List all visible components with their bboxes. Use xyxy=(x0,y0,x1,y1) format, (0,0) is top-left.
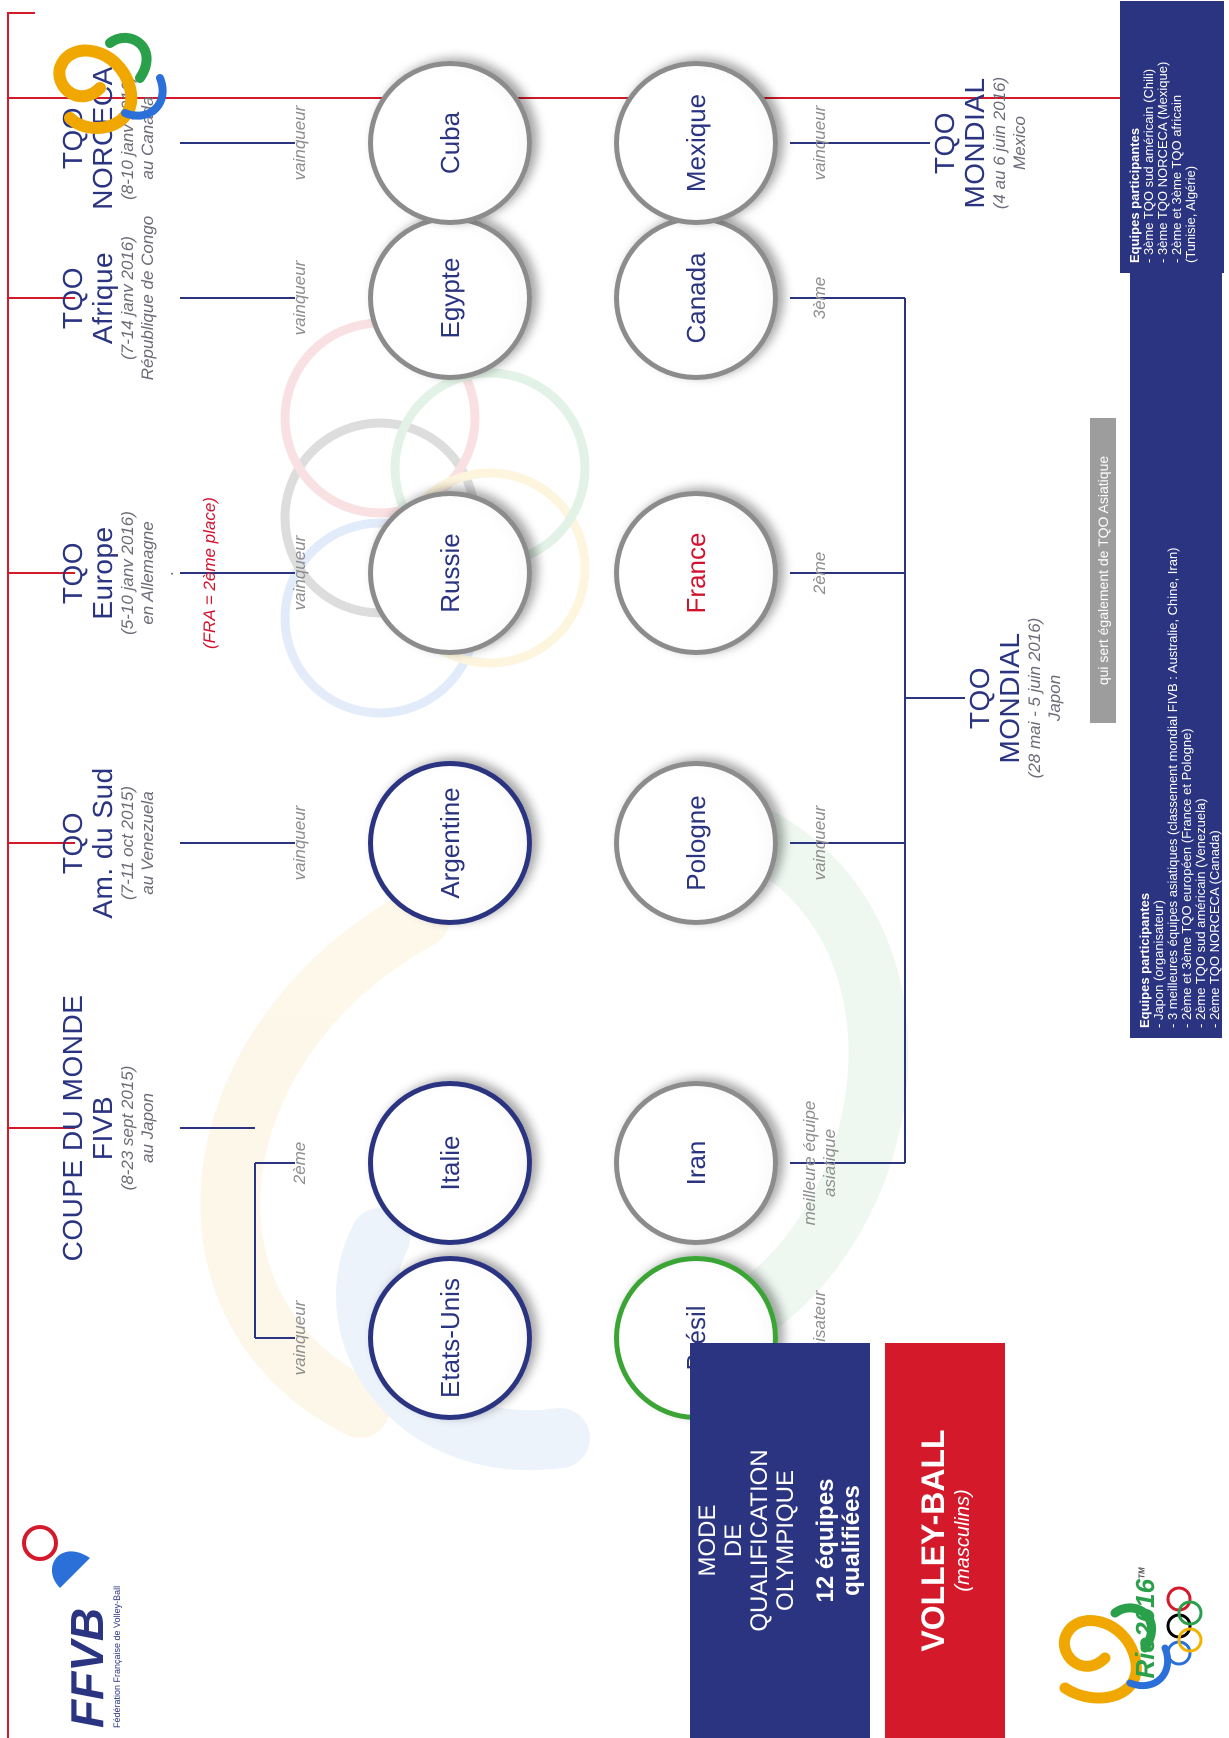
am-sud-place: au Venezuela xyxy=(138,791,157,895)
label-2eme-italie: 2ème xyxy=(290,1141,309,1185)
label-vainqueur-pologne: vainqueur xyxy=(810,805,829,881)
participants-japon-line: - 2ème et 3ème TQO européen (France et P… xyxy=(1179,728,1194,1028)
mode-line-2: DE xyxy=(720,1523,747,1558)
europe-title-2: Europe xyxy=(87,526,118,620)
team-name: France xyxy=(680,532,711,614)
team-name: Cuba xyxy=(434,111,465,175)
mondial-mexico-place: Mexico xyxy=(1010,116,1029,170)
tournament-mondial-mexico: TQO MONDIAL (4 au 6 juin 2016) Mexico xyxy=(929,23,1030,263)
team-name: Iran xyxy=(680,1140,711,1186)
coupe-monde-title-2: FIVB xyxy=(87,1095,118,1161)
coupe-monde-title-1: COUPE DU MONDE xyxy=(57,994,88,1262)
team-circle-cuba: Cuba xyxy=(368,61,532,225)
label-vainqueur-argentine: vainqueur xyxy=(290,805,309,881)
sport-gender: (masculins) xyxy=(952,1489,974,1592)
mode-panel: MODE DE QUALIFICATION OLYMPIQUE 12 équip… xyxy=(690,1343,870,1738)
mode-line-1: MODE xyxy=(694,1504,721,1577)
rio2016-emblem-icon xyxy=(53,33,167,134)
rio2016-wordmark: Rio2016TM xyxy=(1130,1563,1161,1683)
ffvb-logo: FFVB Fédération Française de Volley-Ball xyxy=(0,1508,130,1738)
europe-place: en Allemagne xyxy=(138,521,157,625)
mode-line-4: OLYMPIQUE xyxy=(772,1470,799,1611)
qualified-line-2: qualifiées xyxy=(838,1485,865,1596)
ffvb-volleyball-icon xyxy=(22,1525,90,1588)
tournament-mondial-japon: TQO MONDIAL (28 mai - 5 juin 2016) Japon xyxy=(964,573,1065,823)
am-sud-title-1: TQO xyxy=(57,811,88,875)
tournament-europe: TQO Europe (5-10 janv 2016) en Allemagne… xyxy=(57,453,178,693)
participants-japon-line: - 3 meilleures équipes asiatiques (class… xyxy=(1165,547,1180,1029)
participants-japon-title: Equipes participantes xyxy=(1137,892,1152,1028)
team-name: Canada xyxy=(680,252,711,344)
mondial-mexico-title-1: TQO xyxy=(929,111,960,175)
participants-japon-box: Equipes participantes - Japon (organisat… xyxy=(1130,148,1222,1038)
team-circle-mexique: Mexique xyxy=(614,61,778,225)
label-2eme-france: 2ème xyxy=(810,551,829,595)
team-name: Pologne xyxy=(680,795,711,891)
sport-panel: VOLLEY-BALL (masculins) xyxy=(885,1343,1005,1738)
team-circle-france: France xyxy=(614,491,778,655)
participants-mexico-line: - 3ème TQO NORCECA (Mexique) xyxy=(1155,61,1170,263)
mode-line-3: QUALIFICATION xyxy=(746,1449,773,1632)
team-name: Mexique xyxy=(680,93,711,193)
team-circle-etats-unis: Etats-Unis xyxy=(368,1256,532,1420)
participants-mexico-line: - 3ème TQO sud américain (Chili) xyxy=(1141,68,1156,263)
team-circle-iran: Iran xyxy=(614,1081,778,1245)
europe-title-1: TQO xyxy=(57,541,88,605)
mondial-japon-title-1: TQO xyxy=(964,666,995,730)
team-circle-egypte: Egypte xyxy=(368,216,532,380)
team-name: Etats-Unis xyxy=(434,1278,465,1398)
team-name: Russie xyxy=(434,533,465,613)
rio2016-trademark: TM xyxy=(1137,1567,1147,1579)
label-vainqueur-russie: vainqueur xyxy=(290,535,309,611)
france-note: (FRA = 2ème place) xyxy=(200,497,219,649)
team-name: Italie xyxy=(434,1135,465,1191)
team-name: Argentine xyxy=(434,787,465,899)
qualified-line-1: 12 équipes xyxy=(812,1478,839,1603)
participants-japon-line: - Japon (organisateur) xyxy=(1151,900,1166,1028)
europe-extra: . xyxy=(158,570,177,576)
label-vainqueur-etats-unis: vainqueur xyxy=(290,1300,309,1376)
tournament-am-sud: TQO Am. du Sud (7-11 oct 2015) au Venezu… xyxy=(57,723,158,963)
label-vainqueur-egypte: vainqueur xyxy=(290,260,309,336)
rio2016-logo xyxy=(30,8,210,148)
label-meilleure-line-2: asiatique xyxy=(820,1128,839,1198)
participants-japon-line: - 2ème TQO NORCECA (Canada) xyxy=(1207,830,1222,1028)
label-vainqueur-cuba: vainqueur xyxy=(290,105,309,181)
label-meilleure-line-1: meilleure équipe xyxy=(800,1100,819,1226)
participants-mexico-box: Equipes participantes - 3ème TQO sud amé… xyxy=(1120,1,1224,273)
team-name: Egypte xyxy=(434,257,465,339)
am-sud-dates: (7-11 oct 2015) xyxy=(118,785,137,901)
coupe-monde-dates: (8-23 sept 2015) xyxy=(118,1065,137,1191)
mondial-japon-place: Japon xyxy=(1045,674,1064,722)
team-circle-canada: Canada xyxy=(614,216,778,380)
participants-mexico-line: - 2ème et 3ème TQO africain xyxy=(1169,94,1184,263)
participants-japon-line: - 2ème TQO sud américain (Venezuela) xyxy=(1193,798,1208,1028)
team-circle-russie: Russie xyxy=(368,491,532,655)
olympic-rings-icon xyxy=(1166,1586,1203,1666)
participants-mexico-line: (Tunisie, Algérie) xyxy=(1183,165,1198,263)
europe-dates: (5-10 janv 2016) xyxy=(118,511,137,635)
team-circle-pologne: Pologne xyxy=(614,761,778,925)
mondial-japon-dates: (28 mai - 5 juin 2016) xyxy=(1025,617,1044,779)
mondial-mexico-dates: (4 au 6 juin 2016) xyxy=(990,76,1009,210)
mondial-mexico-title-2: MONDIAL xyxy=(959,77,990,209)
participants-mexico-title: Equipes participantes xyxy=(1127,127,1142,263)
label-vainqueur-mexique: vainqueur xyxy=(810,105,829,181)
label-meilleure-asiatique: meilleure équipe asiatique xyxy=(800,1083,840,1243)
mondial-japon-title-2: MONDIAL xyxy=(994,632,1025,764)
tournament-coupe-monde: COUPE DU MONDE FIVB (8-23 sept 2015) au … xyxy=(57,988,158,1268)
ffvb-tagline: Fédération Française de Volley-Ball xyxy=(112,1585,122,1728)
am-sud-title-2: Am. du Sud xyxy=(87,767,118,919)
sport-title: VOLLEY-BALL xyxy=(915,1429,951,1652)
team-circle-italie: Italie xyxy=(368,1081,532,1245)
rio2016-wordmark-text: Rio2016 xyxy=(1130,1578,1160,1679)
team-circle-argentine: Argentine xyxy=(368,761,532,925)
ffvb-wordmark: FFVB xyxy=(61,1607,113,1728)
coupe-monde-place: au Japon xyxy=(138,1093,157,1163)
tqo-asiatique-note: qui sert également de TQO Asiatique xyxy=(1090,418,1116,723)
label-3eme-canada: 3ème xyxy=(810,276,829,320)
